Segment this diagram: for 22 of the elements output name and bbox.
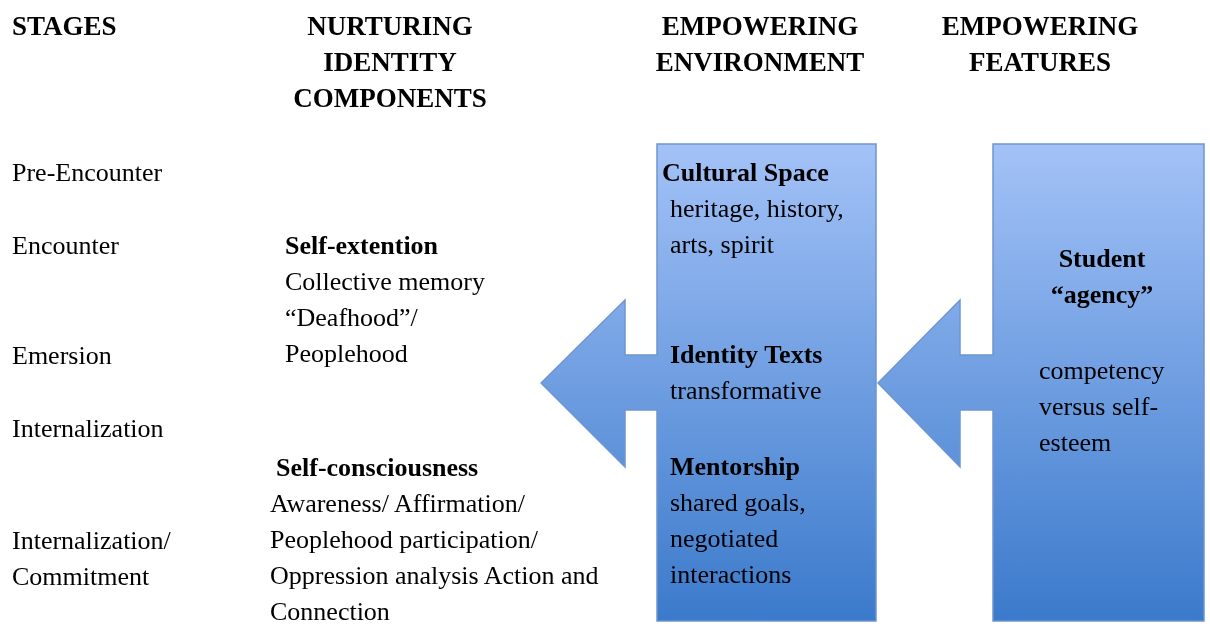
box-heading: Identity Texts [670, 339, 824, 371]
arrow-box [877, 143, 1205, 622]
text-label: Pre-Encounter [12, 157, 164, 189]
box-text: shared goals, negotiated interactions [670, 487, 807, 591]
column-heading: EMPOWERING FEATURES [940, 10, 1140, 79]
text-label: Collective memory “Deafhood”/ Peoplehood [285, 266, 486, 370]
box-text: competency versus self-esteem [1039, 355, 1166, 459]
column-heading: STAGES [12, 10, 118, 43]
component-heading: Self-extention [285, 230, 440, 262]
box-text: transformative [670, 375, 823, 407]
text-label: Internalization/ Commitment [12, 525, 172, 593]
column-heading: EMPOWERING ENVIRONMENT [654, 10, 866, 79]
box-heading: Student “agency” [1049, 243, 1155, 311]
text-label: Encounter [12, 230, 120, 262]
text-label: Awareness/ Affirmation/ Peoplehood participation/ Oppression analysis Action and Connection [270, 488, 600, 627]
text-label: Internalization [12, 413, 165, 445]
box-heading: Cultural Space [662, 157, 830, 189]
box-text: heritage, history, arts, spirit [670, 193, 845, 261]
text-label: Emersion [12, 340, 113, 372]
column-heading: NURTURING IDENTITY COMPONENTS [292, 10, 488, 115]
box-heading: Mentorship [670, 451, 801, 483]
component-heading: Self-consciousness [276, 452, 480, 484]
